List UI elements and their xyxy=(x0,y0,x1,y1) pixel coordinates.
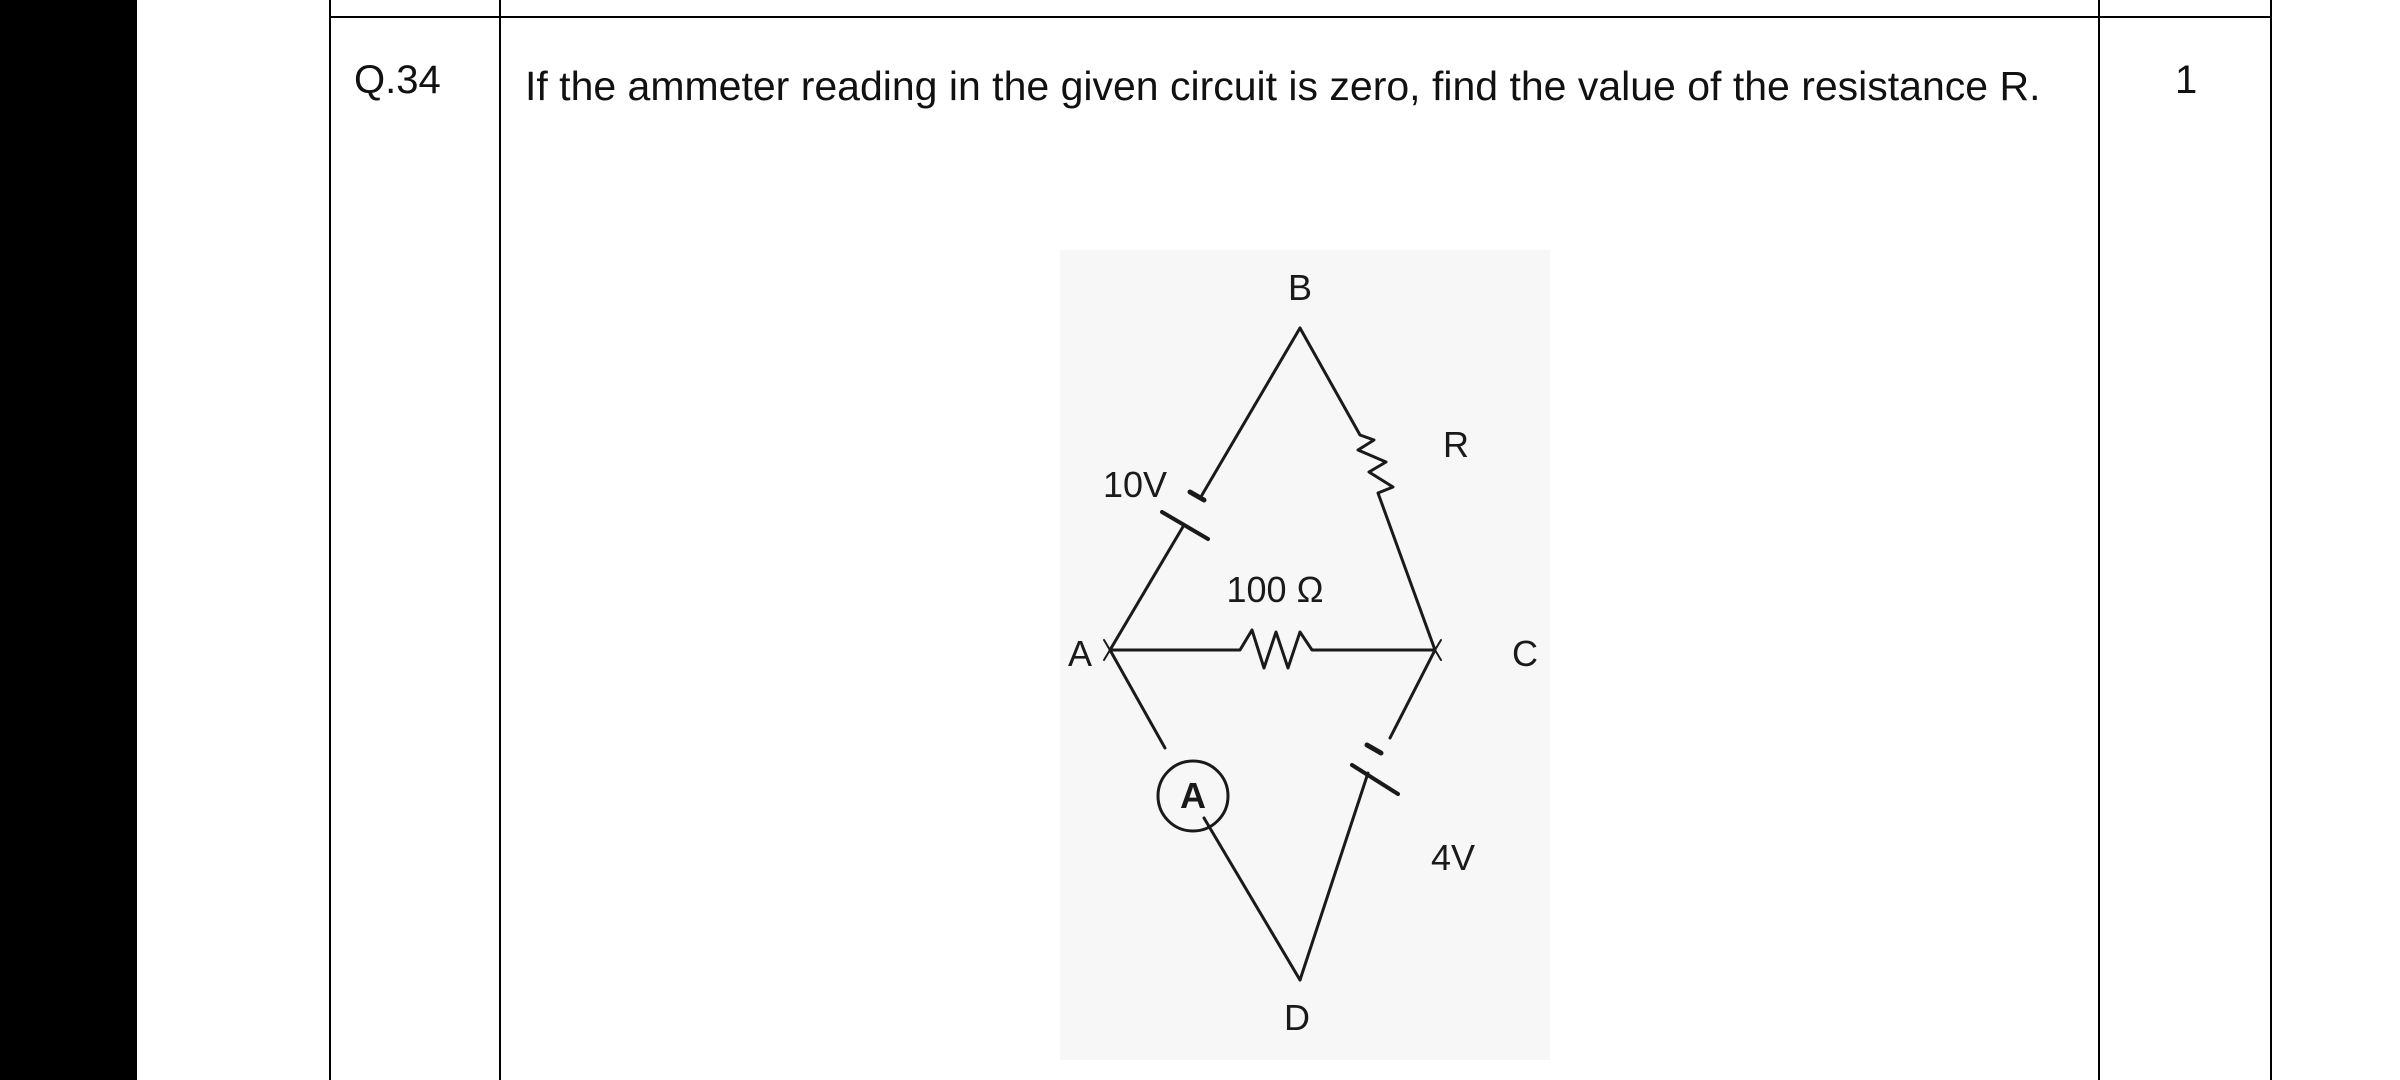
circuit-figure: B A C D 10V R 100 Ω A 4V xyxy=(1060,250,1550,1060)
node-a-marker xyxy=(1103,639,1111,661)
wire-battery-b xyxy=(1200,326,1302,497)
battery-4v-label: 4V xyxy=(1431,837,1475,878)
ammeter-circle xyxy=(1156,759,1230,833)
circuit-diagram: B A C D 10V R 100 Ω A 4V xyxy=(1060,250,1550,1060)
resistor-r-label: R xyxy=(1443,424,1469,465)
table-border-right xyxy=(2270,0,2272,1080)
table-row-border xyxy=(329,16,2272,18)
left-dark-margin xyxy=(0,0,137,1080)
table-border-qnum xyxy=(499,0,501,1080)
figure-background xyxy=(1060,250,1550,1060)
resistor-100-ohm-label: 100 Ω xyxy=(1227,569,1324,610)
wire-a-battery xyxy=(1108,523,1186,652)
wire-c-battery xyxy=(1388,648,1437,740)
wire-a-ammeter xyxy=(1108,648,1167,750)
question-marks: 1 xyxy=(2175,58,2198,102)
battery-10v-long-plate xyxy=(1160,510,1210,541)
battery-4v-short-plate xyxy=(1364,742,1384,756)
node-label-c: C xyxy=(1512,633,1538,674)
battery-10v-label: 10V xyxy=(1103,464,1167,505)
resistor-100-ohm xyxy=(1108,628,1437,670)
node-label-d: D xyxy=(1284,997,1310,1038)
resistor-r xyxy=(1298,326,1437,652)
question-text: If the ammeter reading in the given circ… xyxy=(525,63,2041,109)
node-c-marker xyxy=(1434,639,1442,661)
node-label-a: A xyxy=(1068,633,1092,674)
question-number: Q.34 xyxy=(354,58,441,102)
wire-battery-d xyxy=(1298,771,1370,982)
node-label-b: B xyxy=(1288,267,1312,308)
wire-ammeter-d xyxy=(1202,816,1302,982)
battery-4v-long-plate xyxy=(1350,763,1400,796)
table-border-left xyxy=(329,0,331,1080)
ammeter-label: A xyxy=(1180,775,1206,816)
battery-10v-short-plate xyxy=(1187,489,1207,503)
table-border-marks xyxy=(2098,0,2100,1080)
